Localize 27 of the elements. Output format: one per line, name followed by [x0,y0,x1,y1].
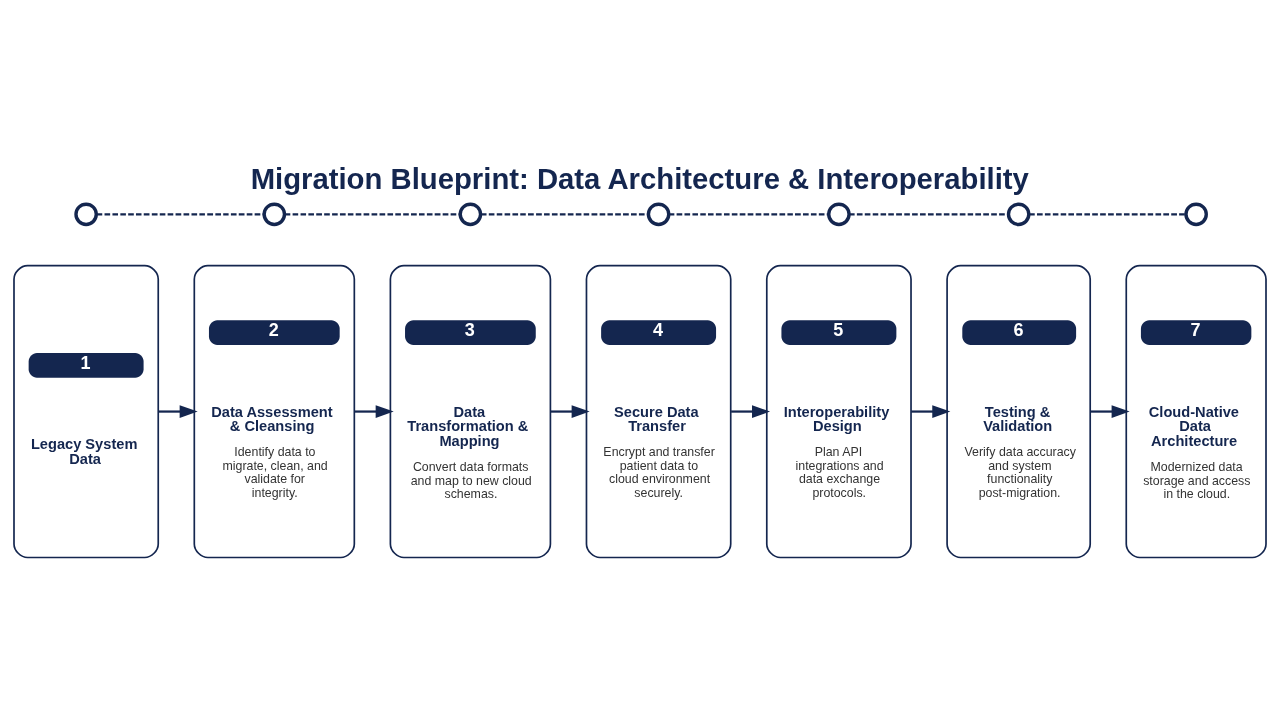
connector [668,213,829,216]
connector [481,213,649,216]
arrow [354,405,394,418]
node-box: 7 Cloud-Native Data Architecture Modernized data storage and access in the cloud. [1125,264,1267,559]
node-circle [74,202,98,227]
arrow [731,405,771,418]
arrow [550,405,590,418]
node-circle [262,202,287,227]
arrow [1090,405,1130,418]
node-circle [827,202,851,227]
node-box: 1 Legacy System Data [13,264,160,559]
node-box: 3 Data Transformation & Mapping Convert data formats and map to new cloud schemas. [389,264,552,559]
node-circle [646,202,671,227]
diagram-title: Migration Blueprint: Data Architecture & Interoperability [250,162,1029,196]
arrow [158,405,198,418]
node-circle [1184,202,1208,227]
node-box: 6 Testing & Validation Verify data accuracy and system functionality post-migration. [946,264,1092,559]
arrow [911,405,951,418]
connector [849,213,1009,216]
connector [284,213,460,216]
node-box: 4 Secure Data Transfer Encrypt and transfer patient data to cloud environment securely. [585,264,732,559]
node-circle [458,202,483,227]
connector [1029,213,1186,216]
node-box: 5 Interoperability Design Plan API integrations and data exchange protocols. [765,264,912,559]
node-circle [1006,202,1031,227]
node-box: 2 Data Assessment & Cleansing Identify data to migrate, clean, and validate for integrity. [193,264,356,559]
connector [96,213,264,216]
